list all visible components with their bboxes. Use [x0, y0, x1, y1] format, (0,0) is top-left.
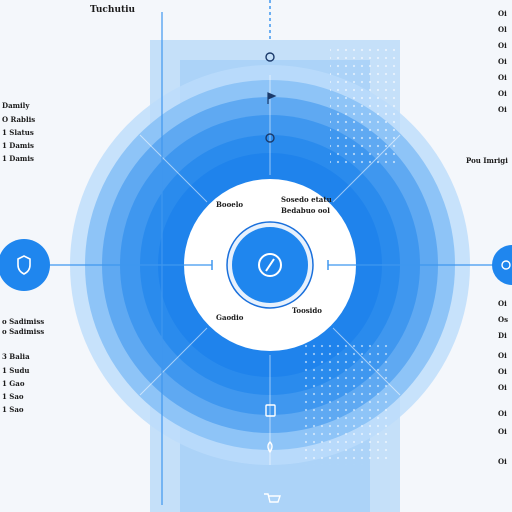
dot-texture-bottom	[305, 345, 390, 465]
node-icon	[501, 260, 511, 270]
right-label-bottom-2: Os	[498, 315, 509, 324]
document-icon	[265, 404, 276, 417]
right-label-top-7: Oi	[498, 105, 507, 114]
ring-label-upper-right-2: Bedabuo ool	[281, 206, 330, 215]
right-label-bottom-1: Oi	[498, 299, 507, 308]
left-label-bottom-2: 3 Balia	[2, 352, 30, 361]
left-label-bottom-4: 1 Gao	[2, 379, 25, 388]
ring-label-upper-left: Booelo	[216, 200, 244, 209]
left-label-bottom-6: 1 Sao	[2, 405, 24, 414]
right-label-bottom-8: Oi	[498, 427, 507, 436]
right-label-bottom-6: Oi	[498, 383, 507, 392]
marker-icon	[267, 441, 273, 454]
left-label-top-3: 1 Slatus	[2, 128, 34, 137]
left-label-top-1: Damily	[2, 101, 30, 110]
ring-label-upper-right-1: Sosedo etatu	[281, 195, 332, 204]
ring-label-lower-left: Gaodio	[216, 313, 244, 322]
left-label-top-5: 1 Damis	[2, 154, 34, 163]
lock-icon	[265, 133, 275, 143]
dot-texture-top	[330, 45, 400, 165]
diagram-title: Tuchutiu	[90, 5, 136, 15]
right-heading: Pou Imrigi	[466, 156, 508, 165]
right-label-top-5: Oi	[498, 73, 507, 82]
right-label-top-1: Oi	[498, 9, 507, 18]
right-label-top-4: Oi	[498, 57, 507, 66]
right-label-bottom-5: Oi	[498, 367, 507, 376]
left-label-bottom-5: 1 Sao	[2, 392, 24, 401]
target-icon	[258, 253, 282, 277]
right-label-bottom-9: Oi	[498, 457, 507, 466]
left-label-bottom-1: o Sadimiss	[2, 317, 45, 326]
right-label-top-2: Ol	[498, 25, 507, 34]
left-label-bottom-1b: o Sadimiss	[2, 327, 45, 336]
left-label-bottom-3: 1 Sudu	[2, 366, 30, 375]
left-label-top-2: O Rablis	[2, 115, 36, 124]
right-label-bottom-7: Oi	[498, 409, 507, 418]
right-label-bottom-3: Di	[498, 331, 507, 340]
flag-icon	[267, 92, 277, 104]
left-node[interactable]	[0, 239, 50, 291]
right-label-top-6: Oi	[498, 89, 507, 98]
right-label-bottom-4: Oi	[498, 351, 507, 360]
spokes	[139, 75, 401, 465]
ring-icon	[265, 52, 275, 62]
cart-icon	[264, 493, 281, 503]
left-label-top-4: 1 Damis	[2, 141, 34, 150]
shield-icon	[17, 255, 31, 275]
right-label-top-3: Oi	[498, 41, 507, 50]
ring-label-lower-right: Toosido	[292, 306, 322, 315]
